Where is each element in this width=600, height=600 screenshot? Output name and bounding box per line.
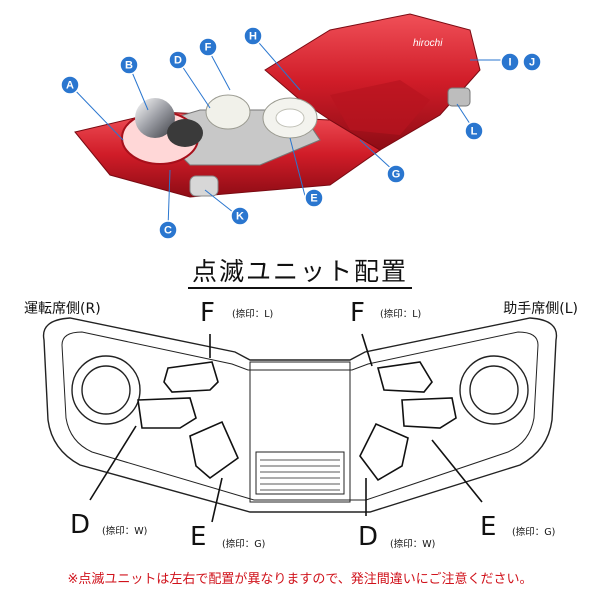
callout-letter: D — [174, 55, 182, 67]
unit-layout-diagram — [42, 317, 558, 523]
section-title: 点滅ユニット配置 — [0, 252, 600, 289]
mark-d-left: (捺印：W) — [390, 539, 436, 550]
mark-f-left: (捺印：L) — [380, 309, 422, 320]
unit-d-left — [401, 397, 457, 429]
callout-c: C — [158, 220, 178, 240]
callout-letter: J — [529, 57, 535, 69]
label-d-right: D — [70, 510, 91, 540]
callout-l: L — [464, 121, 484, 141]
lamp-assembly-photo: A B C D E F G H I J K L — [60, 13, 542, 240]
housing-outline — [42, 317, 558, 513]
callout-letter: F — [205, 42, 212, 54]
callout-letter: G — [392, 169, 401, 181]
callout-j: J — [522, 52, 542, 72]
callout-g: G — [386, 164, 406, 184]
callout-letter: A — [66, 80, 74, 92]
callout-letter: B — [125, 60, 133, 72]
callout-b: B — [119, 55, 139, 75]
unit-f-right — [163, 361, 219, 393]
brand-watermark: hirochi — [413, 38, 443, 49]
callout-letter: K — [236, 211, 244, 223]
callout-d: D — [168, 50, 188, 70]
label-e-right: E — [190, 522, 207, 552]
led-module — [205, 94, 251, 130]
unit-d-right — [137, 397, 197, 429]
left-side-label: 助手席側(L) — [503, 301, 578, 317]
callout-a: A — [60, 75, 80, 95]
label-f-right: F — [200, 298, 215, 328]
unit-f-left — [376, 361, 433, 393]
callout-letter: E — [310, 193, 317, 205]
mark-d-right: (捺印：W) — [102, 526, 148, 537]
callout-f: F — [198, 37, 218, 57]
callout-k: K — [230, 206, 250, 226]
unit-e-right — [189, 420, 239, 480]
callout-letter: C — [164, 225, 172, 237]
callout-h: H — [243, 26, 263, 46]
label-d-left: D — [358, 522, 379, 552]
callout-letter: I — [508, 57, 511, 69]
unit-e-left — [359, 422, 409, 482]
right-side-label: 運転席側(R) — [24, 301, 101, 317]
callout-e: E — [304, 188, 324, 208]
halogen-bulb — [135, 98, 175, 138]
label-f-left: F — [350, 298, 365, 328]
mark-e-left: (捺印：G) — [512, 527, 556, 538]
label-e-left: E — [480, 512, 497, 542]
callout-letter: L — [471, 126, 478, 138]
order-warning-note: ※点滅ユニットは左右で配置が異なりますので、発注間違いにご注意ください。 — [67, 572, 533, 587]
callout-letter: H — [249, 31, 257, 43]
mark-e-right: (捺印：G) — [222, 539, 266, 550]
mark-f-right: (捺印：L) — [232, 309, 274, 320]
callout-i: I — [500, 52, 520, 72]
